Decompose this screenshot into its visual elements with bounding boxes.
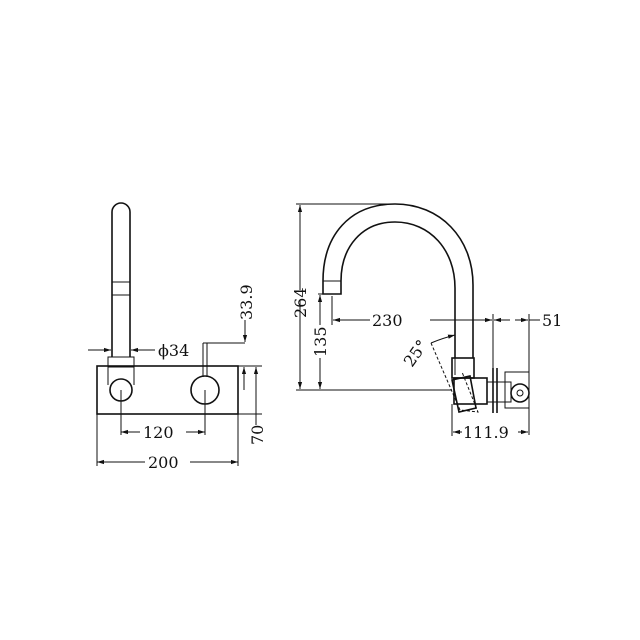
front-view: ϕ34 33.9 120 200 70	[88, 202, 267, 472]
spout-tube	[107, 202, 135, 368]
dim-centers-spacing: 120	[121, 423, 205, 442]
dim-spout-outlet-height: 135	[311, 295, 330, 389]
dim-label: 33.9	[237, 284, 256, 320]
dim-label: 25°	[400, 336, 432, 370]
dim-label: 120	[143, 423, 174, 442]
dim-label: 51	[542, 311, 562, 330]
dim-plate-height: 70	[241, 367, 267, 445]
gooseneck-spout	[322, 203, 474, 358]
wall-plate	[96, 365, 239, 415]
dim-body-depth: 51	[494, 311, 562, 330]
lever-handle	[430, 342, 479, 413]
dim-label: 111.9	[463, 423, 509, 442]
dim-total-height: 264	[291, 205, 310, 389]
dim-label: 135	[311, 326, 330, 357]
dim-handle-angle: 25°	[400, 334, 456, 370]
side-view: 264 135 230 51 111.9	[291, 203, 562, 442]
dim-wall-projection: 111.9	[453, 423, 528, 442]
tap-body	[451, 357, 530, 413]
dim-spout-diameter: ϕ34	[88, 341, 189, 360]
dim-label: ϕ34	[158, 341, 189, 360]
dim-label: 264	[291, 287, 310, 318]
dim-spout-reach: 230	[333, 311, 492, 330]
dim-plate-width: 200	[97, 453, 238, 472]
dim-label: 200	[148, 453, 179, 472]
dim-label: 230	[372, 311, 403, 330]
dim-label: 70	[248, 425, 267, 445]
dim-handle-offset: 33.9	[237, 284, 256, 342]
